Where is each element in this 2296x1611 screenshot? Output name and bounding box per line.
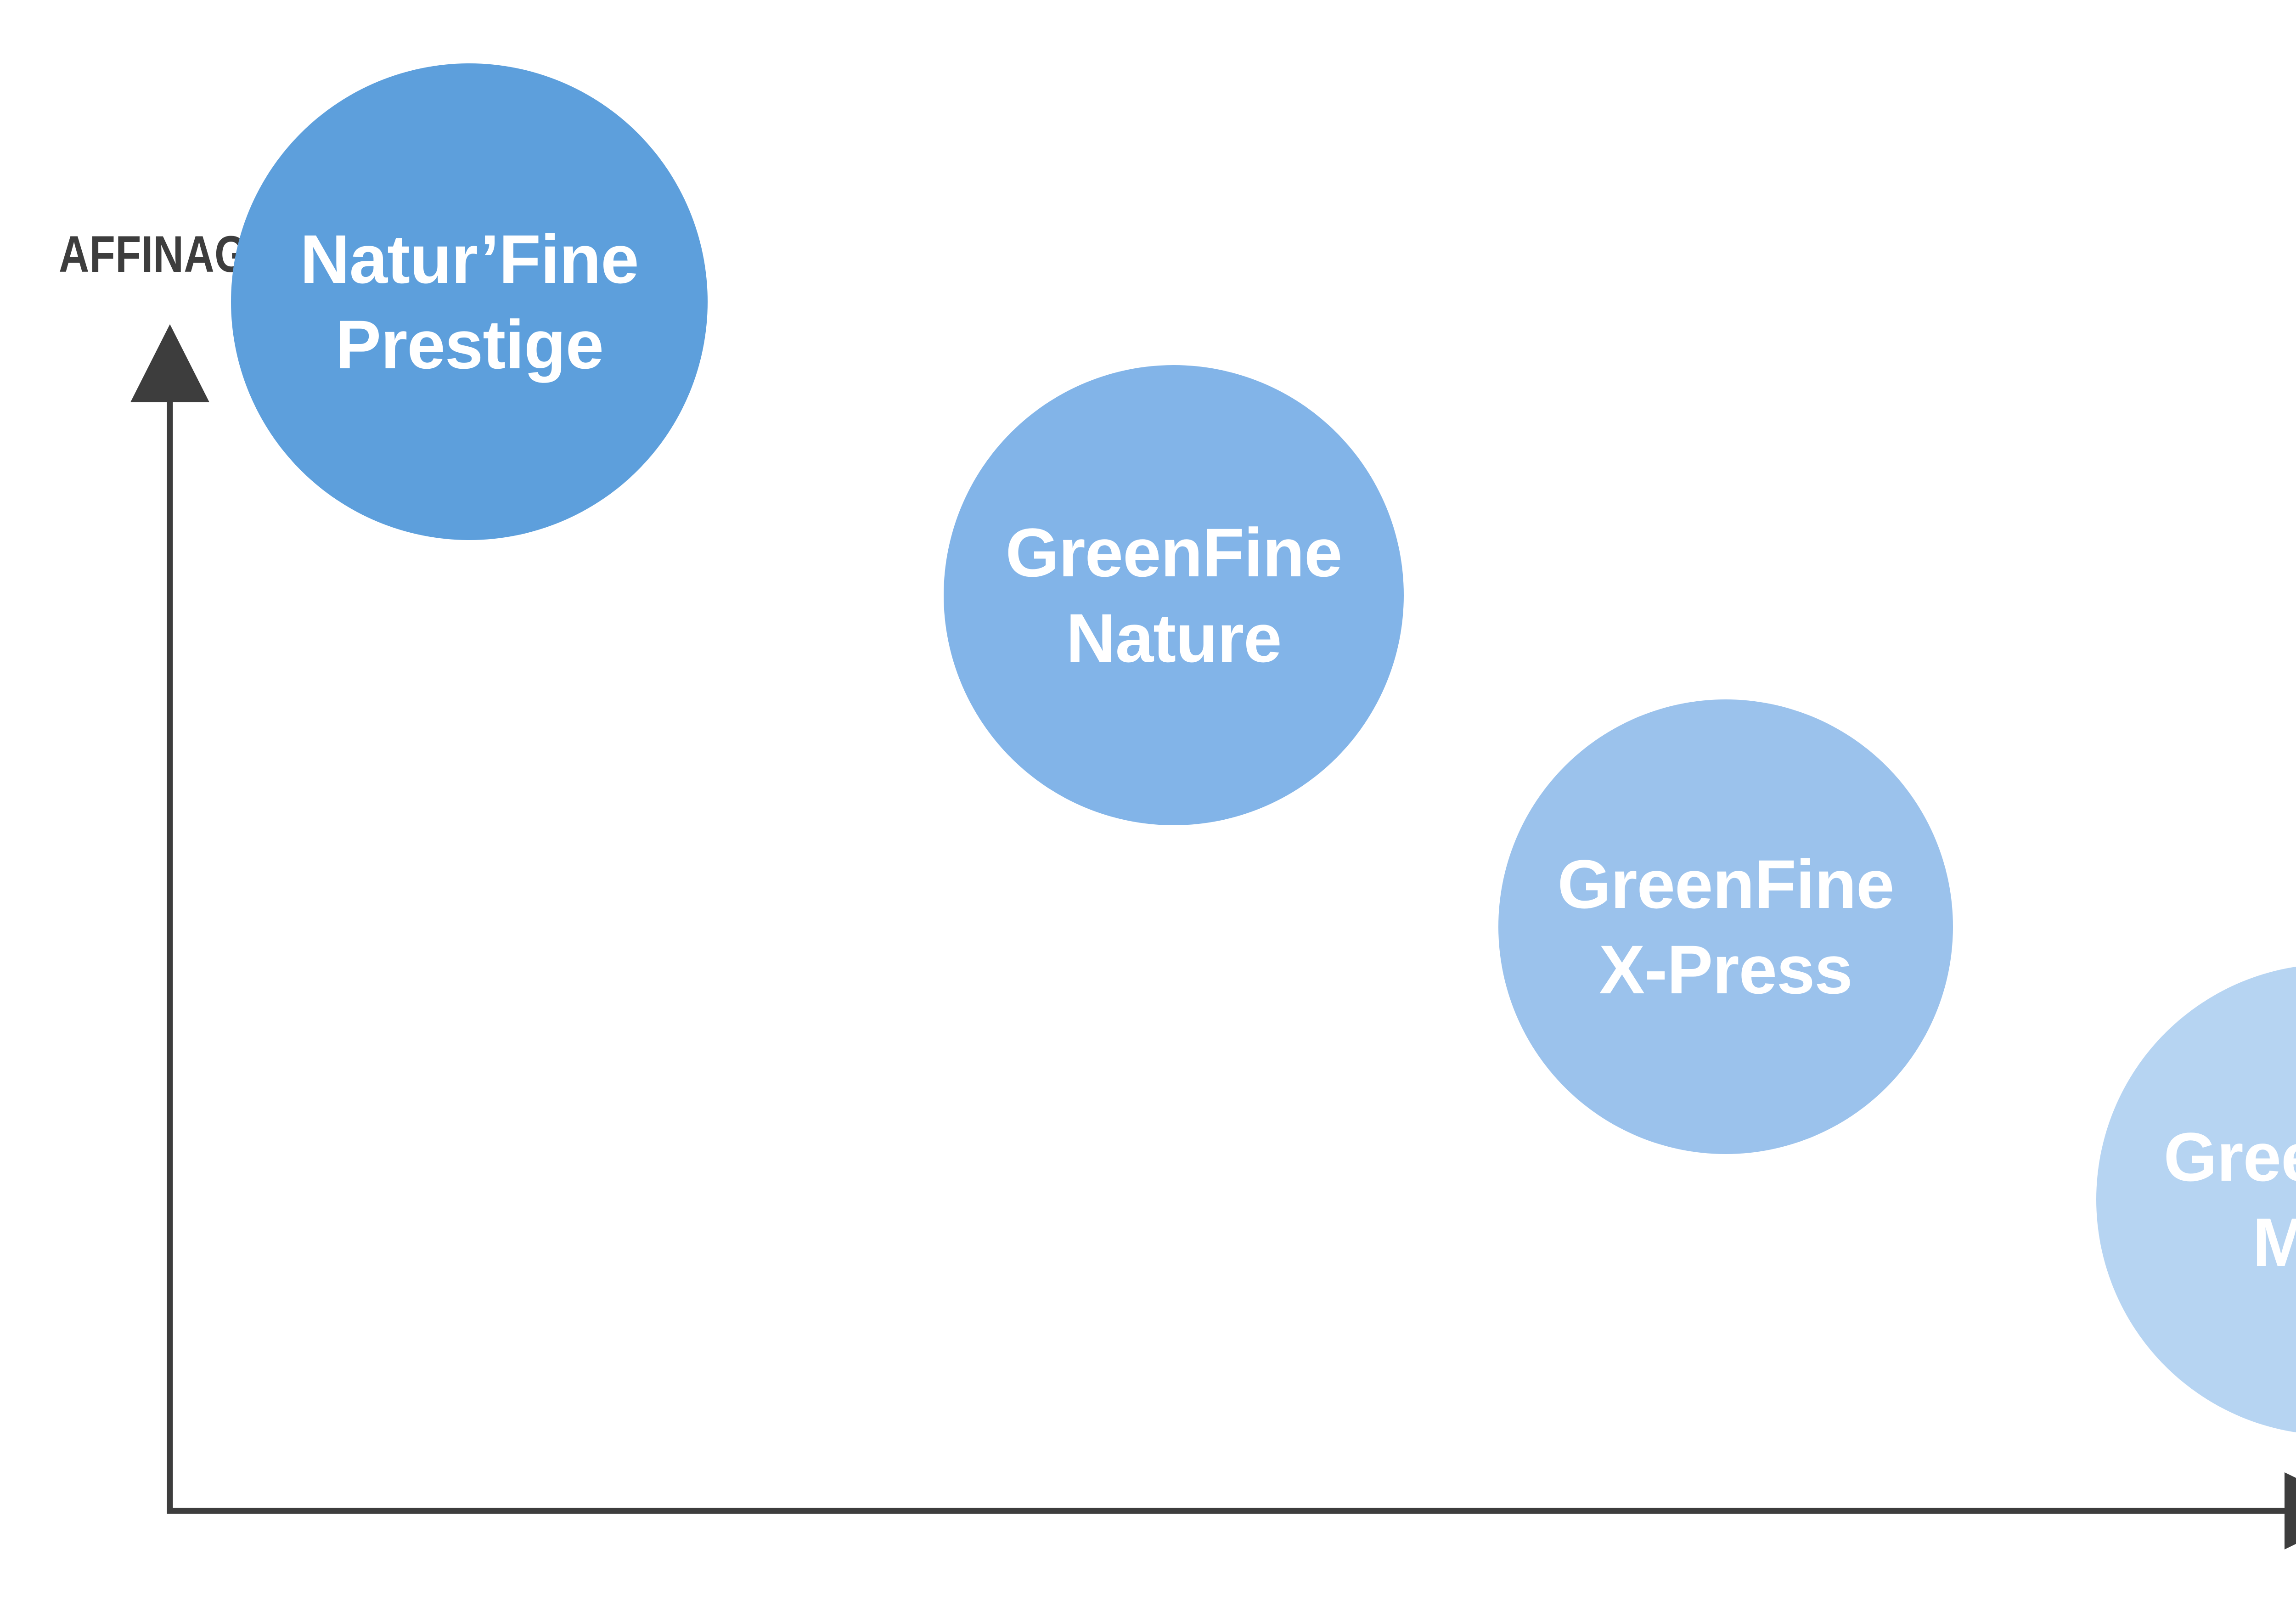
- x-axis-arrow-icon: [2285, 1472, 2296, 1549]
- bubble-label-line: Must: [2252, 1204, 2296, 1281]
- bubble-label-line: X-Press: [1599, 931, 1853, 1008]
- bubble-greenfine-nature[interactable]: GreenFine Nature: [944, 365, 1404, 825]
- bubble-natur-fine-prestige[interactable]: Natur’Fine Prestige: [231, 63, 708, 540]
- bubble-label-line: Natur’Fine: [300, 220, 639, 298]
- bubble-label-line: GreenFine: [1557, 845, 1895, 923]
- bubble-label-line: Nature: [1066, 599, 1282, 676]
- bubble-label-line: GreenFine: [1005, 514, 1343, 591]
- bubble-greenfine-x-press[interactable]: GreenFine X-Press: [1498, 699, 1953, 1154]
- y-axis-arrow-icon: [130, 324, 209, 402]
- bubble-greenfine-must[interactable]: GreenFine Must: [2096, 964, 2296, 1435]
- bubble-label-line: GreenFine: [2163, 1118, 2296, 1195]
- bubble-label-line: Prestige: [335, 306, 604, 383]
